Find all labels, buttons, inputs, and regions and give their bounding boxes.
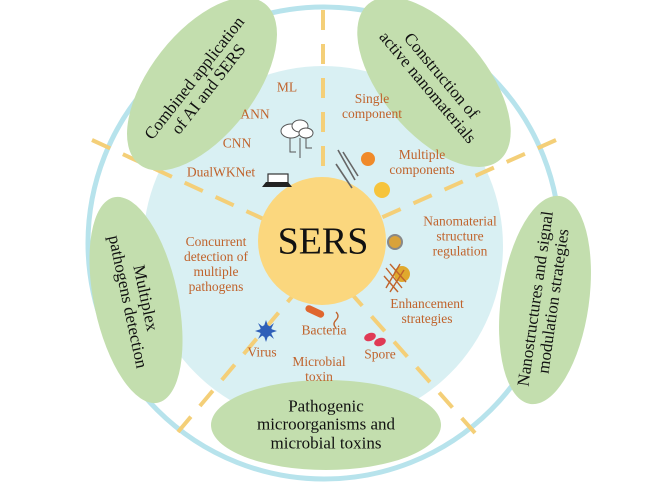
section-oval-pathogen: [211, 380, 441, 470]
section-oval-nano: [357, 0, 511, 167]
label-concurrent-detection: Concurrent detection of multiple pathoge…: [183, 233, 249, 295]
laptop-icon: [262, 173, 292, 187]
label-multiple-components: Multiple components: [389, 146, 455, 177]
divider-lower-left: [176, 290, 298, 434]
label-bacteria: Bacteria: [301, 322, 347, 338]
label-dualwknet: DualWKNet: [186, 164, 256, 180]
label-ml: ML: [276, 79, 298, 95]
label-ann: ANN: [240, 106, 270, 122]
label-single-component: Single component: [342, 90, 402, 121]
label-enhancement-strategies: Enhancement strategies: [390, 295, 464, 326]
section-oval-signal: [499, 195, 591, 405]
sers-core: [258, 177, 386, 305]
label-structure-regulation: Nanomaterial structure regulation: [423, 213, 497, 259]
section-oval-multiplex: [89, 196, 183, 404]
nanorod-icon: [335, 149, 359, 189]
label-cnn: CNN: [222, 135, 252, 151]
nanosphere-icon: [361, 152, 375, 166]
core-shell-icon: [387, 234, 403, 250]
nanoparticle-icon: [374, 182, 390, 198]
divider-lines: [91, 10, 557, 435]
section-label-pathogen: Pathogenic microorganisms and microbial …: [256, 396, 396, 453]
cloud-network-icon: [280, 119, 314, 158]
virus-icon: [255, 320, 277, 342]
section-oval-ai: [127, 0, 277, 171]
center-label: SERS: [277, 220, 369, 263]
bacteria-icon: [305, 305, 339, 329]
label-virus: Virus: [247, 344, 277, 360]
label-microbial-toxin: Microbial toxin: [292, 353, 346, 384]
label-spore: Spore: [364, 346, 396, 362]
nanowire-mesh-icon: [383, 263, 407, 293]
spore-icon: [364, 332, 386, 347]
